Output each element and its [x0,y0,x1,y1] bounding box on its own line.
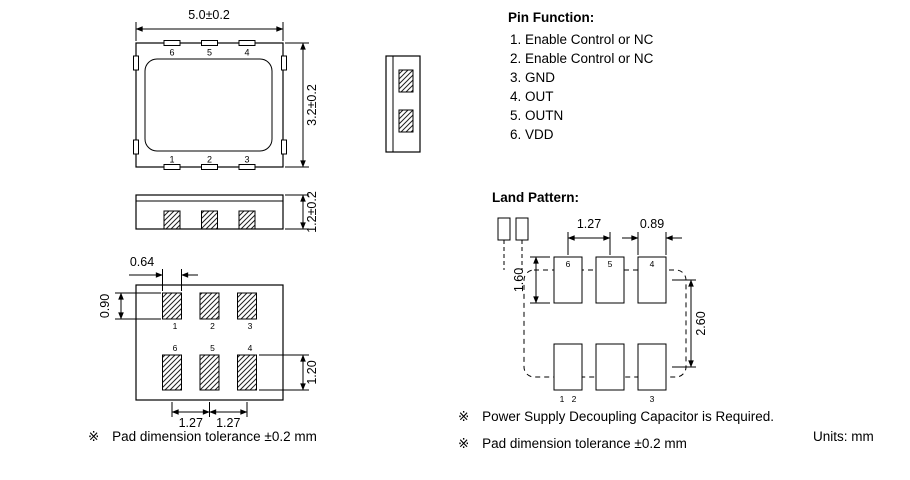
pin-number: 2 [210,321,215,331]
pin-function-title: Pin Function: [508,10,595,25]
bottom-pads-row2 [162,354,257,391]
pad-number: 5 [608,259,613,269]
units-label: Units: mm [813,429,874,444]
row-spacing-dimension [672,279,696,368]
pin-function-item: 5. OUTN [510,108,564,123]
pin-function-item: 4. OUT [510,89,554,104]
side-pad [163,210,181,230]
dim-body-width: 5.0±0.2 [188,8,230,22]
pin-number: 4 [248,343,253,353]
pin-number: 2 [207,155,212,165]
pitch-dimension [171,402,248,417]
dim-pad-height: 1.60 [512,268,526,292]
land-pad [595,256,625,304]
corner-pad [515,217,529,241]
note-pad-tolerance-right: ※ Pad dimension tolerance ±0.2 mm [458,436,687,452]
pad-width-dimension [129,269,198,291]
side-view-drawing: 1.2±0.2 [135,191,319,233]
reference-mark: ※ [458,409,470,424]
pad-height-row2-dimension [259,354,309,391]
thickness-dimension [285,194,309,230]
dim-pitch: 1.27 [577,217,601,231]
land-pad-numbers: 6 5 4 1 2 3 [560,259,655,404]
pad-height-row1-dimension [115,292,161,320]
land-pattern-title: Land Pattern: [492,190,580,205]
land-pad [553,343,583,391]
dim-body-height: 3.2±0.2 [305,84,319,126]
land-pad [595,343,625,391]
package-outline-dashed [523,269,687,378]
land-pattern-drawing: 1.27 0.89 1.60 2.60 6 5 4 1 2 3 [497,217,708,404]
end-view-drawing [385,55,421,153]
package-outline [135,42,284,168]
dim-pad-width: 0.89 [640,217,664,231]
package-cavity-outline [144,58,273,152]
pin-function-item: 3. GND [510,70,556,85]
pin-function-item: 6. VDD [510,127,554,142]
pad-number: 2 [572,394,577,404]
pin-function-list: 1. Enable Control or NC 2. Enable Contro… [508,30,653,144]
pin-number: 5 [207,48,212,58]
pin-number: 1 [169,155,174,165]
pad-height-dimension [530,256,550,304]
pad-number: 4 [650,259,655,269]
pin-function-section: Pin Function: 1. Enable Control or NC 2.… [508,10,653,144]
note-text: Power Supply Decoupling Capacitor is Req… [482,409,774,424]
corner-pad [497,217,511,241]
pad-number: 6 [566,259,571,269]
land-pad [553,256,583,304]
reference-mark: ※ [458,436,470,451]
note-decoupling: ※ Power Supply Decoupling Capacitor is R… [458,409,774,425]
height-dimension [285,42,309,168]
pin-function-item: 2. Enable Control or NC [510,51,654,66]
castellation-notches [133,40,287,170]
pin-function-item: 1. Enable Control or NC [510,32,654,47]
pin-number: 4 [244,48,249,58]
land-pads [553,256,667,391]
pad-number: 1 [560,394,565,404]
dim-pad-height-row2: 1.20 [305,360,319,384]
pin-number: 6 [169,48,174,58]
reference-mark: ※ [88,429,100,444]
width-dimension [135,22,284,41]
note-pad-tolerance-left: ※ Pad dimension tolerance ±0.2 mm [88,429,317,445]
pin-number: 6 [173,343,178,353]
dim-pitch-b: 1.27 [216,416,240,430]
land-pad [637,343,667,391]
end-view-outline [385,55,421,153]
land-pad [637,256,667,304]
dim-pad-height-row1: 0.90 [98,294,112,318]
pin-number: 5 [210,343,215,353]
pin-numbers: 6 5 4 1 2 3 [169,48,249,165]
bottom-view-outline [135,284,284,401]
end-pad [398,109,414,133]
bottom-pin-numbers: 1 2 3 6 5 4 [173,321,253,353]
dim-row-spacing: 2.60 [694,311,708,335]
top-view-drawing: 5.0±0.2 3.2±0.2 6 5 4 1 2 3 [133,8,319,170]
pitch-dimension [567,232,611,255]
note-text: Pad dimension tolerance ±0.2 mm [112,429,317,444]
dim-pad-width: 0.64 [130,255,154,269]
pin-number: 3 [244,155,249,165]
note-text: Pad dimension tolerance ±0.2 mm [482,436,687,451]
pin-number: 3 [248,321,253,331]
dim-thickness: 1.2±0.2 [305,191,319,233]
dim-pitch-a: 1.27 [179,416,203,430]
side-pad [201,210,218,230]
bottom-pads-row1 [162,292,257,320]
end-pad [398,69,414,93]
pad-number: 3 [650,394,655,404]
bottom-view-drawing: 0.64 0.90 1.20 1.27 1.27 1 2 3 6 5 4 [98,255,319,430]
pin-number: 1 [173,321,178,331]
pad-width-dimension [622,232,682,255]
side-pad [238,210,256,230]
